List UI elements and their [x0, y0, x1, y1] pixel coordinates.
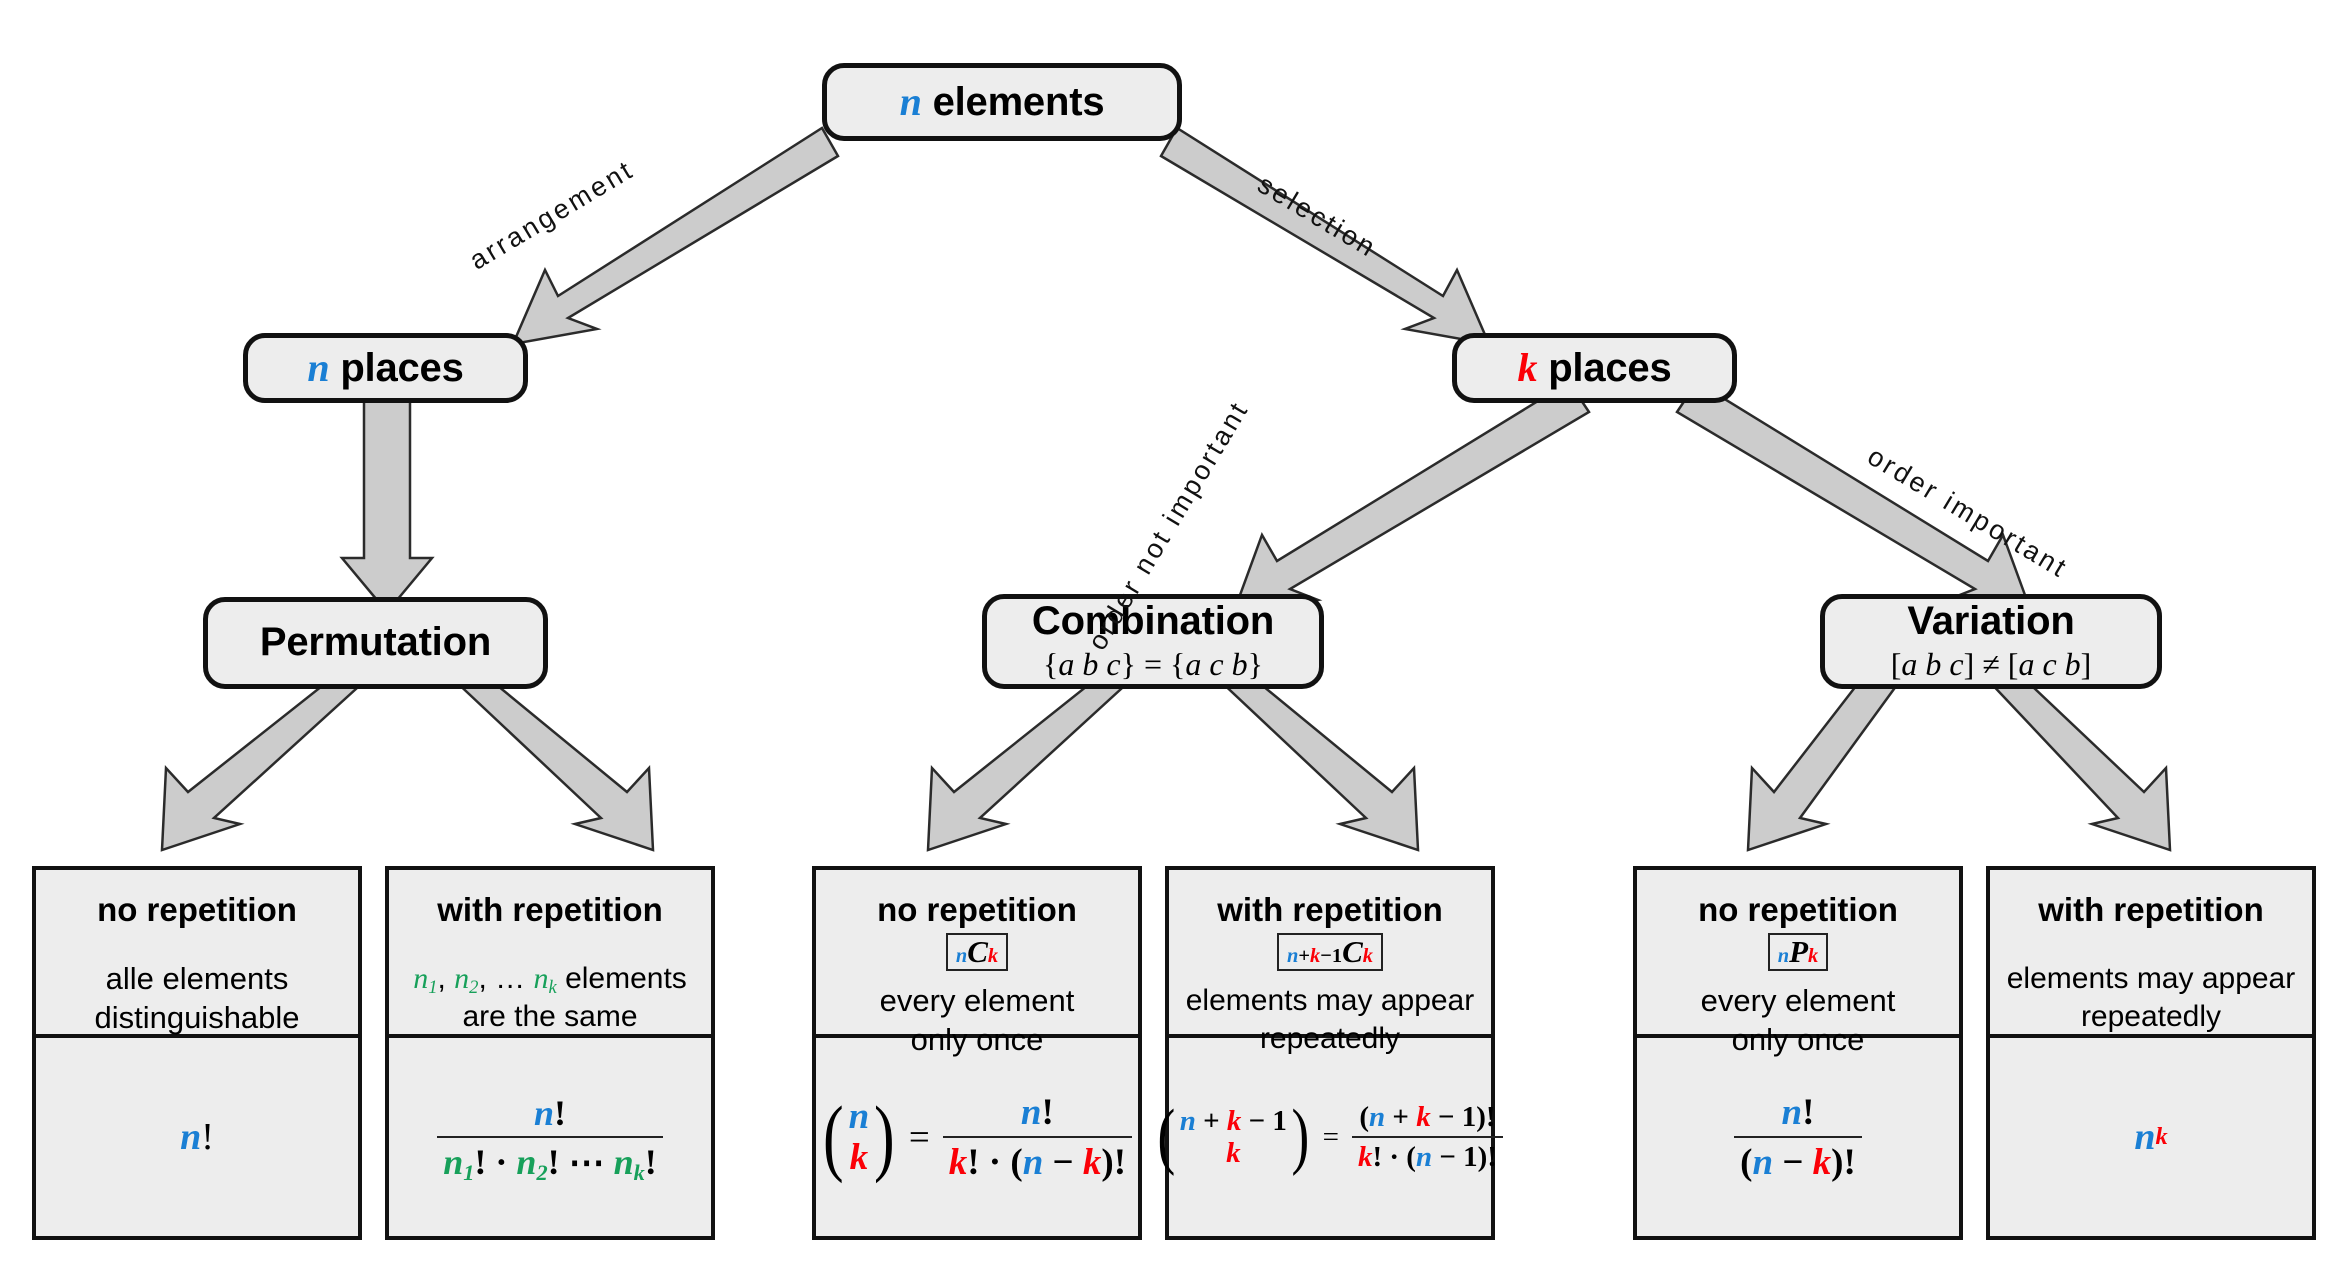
arrow-order-not-important [1230, 380, 1591, 619]
node-combination[interactable]: Combination {a b c} = {a c b} [982, 594, 1324, 689]
node-n-places-text: places [340, 345, 464, 390]
node-combination-subtitle: {a b c} = {a c b} [1043, 645, 1263, 682]
node-k-places[interactable]: k places [1452, 333, 1737, 403]
node-n-elements[interactable]: n elements [822, 63, 1182, 141]
node-k-places-label: k places [1517, 346, 1671, 390]
edge-label-order-important: order important [1862, 440, 2074, 585]
leaf-formula: n! n1! · n2! ⋯ nk! [434, 1092, 666, 1183]
node-permutation-title: Permutation [259, 620, 492, 665]
arrow-order-important [1675, 380, 2035, 619]
symbol-k: k [1517, 344, 1538, 390]
node-n-elements-label: n elements [900, 80, 1105, 124]
leaf-lower: n! n1! · n2! ⋯ nk! [389, 1038, 711, 1236]
leaf-lower: n! [36, 1038, 358, 1236]
leaf-formula: n! (n − k)! [1731, 1091, 1865, 1184]
arrow-variation-leaf6 [1982, 676, 2172, 852]
arrow-nplaces-permutation [339, 396, 435, 614]
arrow-combination-leaf3 [926, 676, 1137, 852]
leaf-head: no repetition [1698, 891, 1898, 928]
node-n-elements-text: elements [932, 79, 1105, 124]
node-k-places-text: places [1548, 345, 1672, 390]
arrow-permutation-leaf1 [160, 676, 373, 852]
arrow-combination-leaf4 [1213, 676, 1420, 852]
edge-label-selection: selection [1252, 168, 1383, 264]
leaf-head: no repetition [97, 891, 297, 928]
leaf-combination-with-repetition[interactable]: with repetition n+k−1Ck elements may app… [1158, 866, 1503, 1240]
leaf-head: no repetition [877, 891, 1077, 928]
leaf-head: with repetition [437, 891, 663, 928]
leaf-notation-nPk: nPk [1767, 933, 1829, 972]
leaf-head: with repetition [2038, 891, 2264, 928]
leaf-upper: with repetition n+k−1Ck elements may app… [1169, 870, 1491, 1055]
node-variation-subtitle: [a b c] ≠ [a c b] [1890, 645, 2092, 682]
node-permutation[interactable]: Permutation [203, 597, 548, 689]
node-variation[interactable]: Variation [a b c] ≠ [a c b] [1820, 594, 2162, 689]
leaf-lower: n! (n − k)! [1637, 1038, 1959, 1236]
symbol-n: n [307, 344, 330, 390]
arrow-permutation-leaf2 [448, 676, 655, 852]
edge-label-arrangement: arrangement [464, 154, 640, 276]
node-n-places[interactable]: n places [243, 333, 528, 403]
leaf-formula: n! [180, 1116, 214, 1158]
leaf-head: with repetition [1217, 891, 1443, 928]
leaf-notation-npk1Ck: n+k−1Ck [1276, 933, 1384, 972]
leaf-notation-nCk: nCk [945, 933, 1009, 972]
arrow-arrangement [510, 126, 840, 346]
node-variation-title: Variation [1907, 598, 2075, 643]
arrow-variation-leaf5 [1746, 676, 1905, 852]
node-combination-title: Combination [1031, 598, 1275, 643]
symbol-n: n [899, 78, 922, 124]
node-n-places-label: n places [307, 344, 464, 390]
